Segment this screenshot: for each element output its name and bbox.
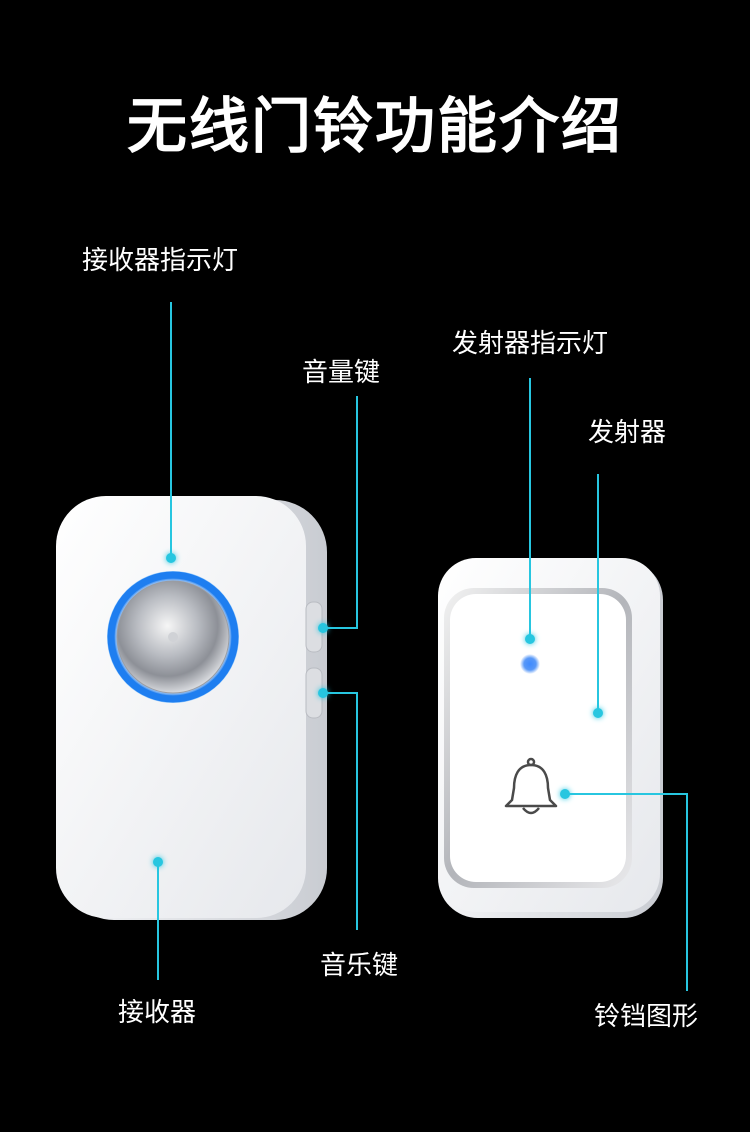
label-transmitter: 发射器	[588, 418, 667, 448]
transmitter-led	[520, 654, 540, 674]
callout-dot-music-key	[318, 688, 328, 698]
label-bell-graphic: 铃铛图形	[594, 1002, 699, 1032]
label-receiver: 接收器	[118, 998, 197, 1028]
callout-line-music-key	[356, 692, 358, 930]
callout-line-transmitter-indicator	[529, 378, 531, 638]
callout-line-bell-h	[564, 793, 688, 795]
callout-dot-transmitter	[593, 708, 603, 718]
page-title: 无线门铃功能介绍	[127, 92, 623, 162]
callout-line-receiver	[157, 862, 159, 980]
transmitter-device	[438, 558, 663, 918]
callout-dot-volume-key	[318, 623, 328, 633]
callout-line-music-key-h	[322, 692, 358, 694]
label-volume-key: 音量键	[302, 358, 381, 388]
receiver-device	[56, 496, 327, 920]
label-transmitter-indicator: 发射器指示灯	[452, 329, 609, 359]
label-receiver-indicator: 接收器指示灯	[82, 246, 239, 276]
callout-line-transmitter	[597, 474, 599, 714]
callout-dot-receiver-indicator	[166, 553, 176, 563]
callout-line-bell	[686, 793, 688, 991]
callout-line-volume-key	[356, 396, 358, 628]
bell-icon	[504, 757, 558, 815]
callout-line-receiver-indicator	[170, 302, 172, 557]
label-music-key: 音乐键	[320, 951, 399, 981]
callout-dot-receiver	[153, 857, 163, 867]
callout-dot-bell	[560, 789, 570, 799]
callout-dot-transmitter-indicator	[525, 634, 535, 644]
callout-line-volume-key-h	[322, 627, 358, 629]
